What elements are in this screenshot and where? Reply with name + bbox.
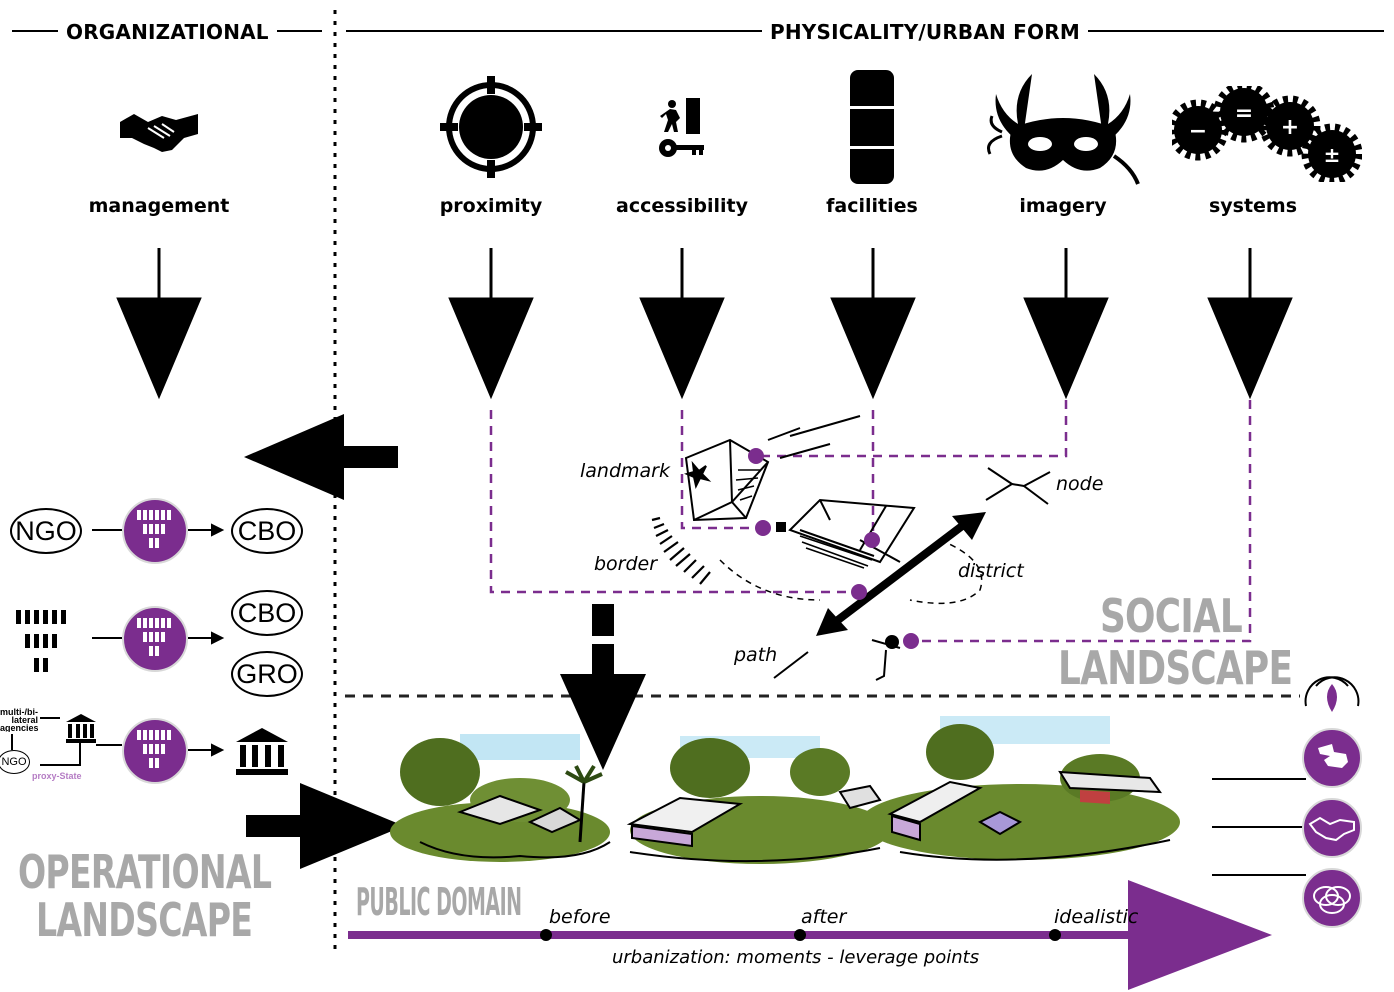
- handshake-circle-icon: [1302, 798, 1362, 858]
- category-down-arrows: [116, 248, 1293, 400]
- node-sketch: [985, 467, 1051, 505]
- label-imagery: imagery: [1019, 195, 1107, 217]
- door-key-icon: [659, 98, 704, 157]
- timeline-after: after: [801, 906, 847, 928]
- sketch-after: [626, 738, 890, 864]
- label-district: district: [958, 560, 1024, 582]
- svg-text:−: −: [1189, 119, 1207, 144]
- public-domain-label: PUBLIC DOMAIN: [356, 880, 522, 924]
- sketch-before: [390, 738, 611, 862]
- timeline: [348, 880, 1272, 990]
- org-connectors: [11, 523, 225, 766]
- people-circle-icon: [122, 498, 188, 564]
- agencies-label: multi-/bi-lateral agencies: [0, 708, 38, 732]
- svg-text:=: =: [1235, 101, 1253, 126]
- purple-connectors: [489, 400, 1252, 643]
- social-landscape-line2: LANDSCAPE: [1058, 641, 1293, 695]
- timeline-before: before: [549, 906, 611, 928]
- cbo-oval-row2: CBO: [231, 590, 303, 636]
- label-proximity: proximity: [439, 195, 543, 217]
- ngo-small-oval: NGO: [0, 750, 30, 774]
- gro-oval-row2: GRO: [231, 651, 303, 697]
- interlocking-circles-icon: [1302, 868, 1362, 928]
- right-arrow-to-public-domain: [246, 783, 404, 869]
- down-dashed-arrow: [560, 604, 646, 770]
- timeline-caption: urbanization: moments - leverage points: [612, 947, 980, 968]
- landmark-sketch: [684, 415, 861, 522]
- svg-text:±: ±: [1324, 143, 1341, 167]
- people-circle-icon: [122, 718, 188, 784]
- label-facilities: facilities: [826, 195, 918, 217]
- label-path: path: [734, 644, 778, 666]
- social-landscape-line1: SOCIAL: [1100, 589, 1243, 643]
- arrow-facilities: [830, 248, 916, 400]
- border-sketch: [651, 516, 821, 601]
- cbo-oval-row1: CBO: [231, 508, 303, 554]
- arrow-imagery: [1023, 248, 1109, 400]
- map-circle-icon: [1302, 728, 1362, 788]
- label-node: node: [1056, 473, 1104, 495]
- header-organizational: ORGANIZATIONAL: [58, 20, 277, 44]
- gears-icon: − = + ±: [1172, 86, 1362, 182]
- proxy-state-label: proxy-State: [32, 771, 82, 781]
- arrow-systems: [1207, 248, 1293, 400]
- right-legend-lines: [1212, 778, 1306, 876]
- public-domain-sketches: [390, 716, 1180, 864]
- label-border: border: [594, 553, 658, 575]
- sketch-purple-dots: [748, 448, 919, 649]
- left-arrow-to-operational: [244, 414, 398, 500]
- target-icon: [440, 76, 542, 178]
- operational-landscape-line1: OPERATIONAL: [18, 845, 272, 899]
- arrow-management: [116, 248, 202, 400]
- arrow-accessibility: [639, 248, 725, 400]
- ngo-oval: NGO: [10, 508, 82, 554]
- svg-text:+: +: [1281, 115, 1299, 140]
- handshake-icon: [120, 114, 198, 152]
- label-accessibility: accessibility: [616, 195, 748, 217]
- timeline-idealistic: idealistic: [1054, 906, 1139, 928]
- facility-sketch: [788, 498, 916, 569]
- path-arrow-sketch: [773, 512, 986, 681]
- government-building-icon: [66, 714, 96, 743]
- government-building-icon: [236, 728, 288, 775]
- label-management: management: [88, 195, 230, 217]
- label-landmark: landmark: [580, 460, 670, 482]
- people-circle-icon: [122, 606, 188, 672]
- building-icon: [850, 70, 894, 184]
- label-systems: systems: [1208, 195, 1298, 217]
- sketch-idealistic: [860, 724, 1180, 861]
- header-physicality: PHYSICALITY/URBAN FORM: [762, 20, 1088, 44]
- people-group-icon: [16, 610, 66, 672]
- venn-lens-icon: [1304, 676, 1360, 712]
- mask-icon: [987, 74, 1140, 185]
- operational-landscape-line2: LANDSCAPE: [36, 893, 253, 947]
- arrow-proximity: [448, 248, 534, 400]
